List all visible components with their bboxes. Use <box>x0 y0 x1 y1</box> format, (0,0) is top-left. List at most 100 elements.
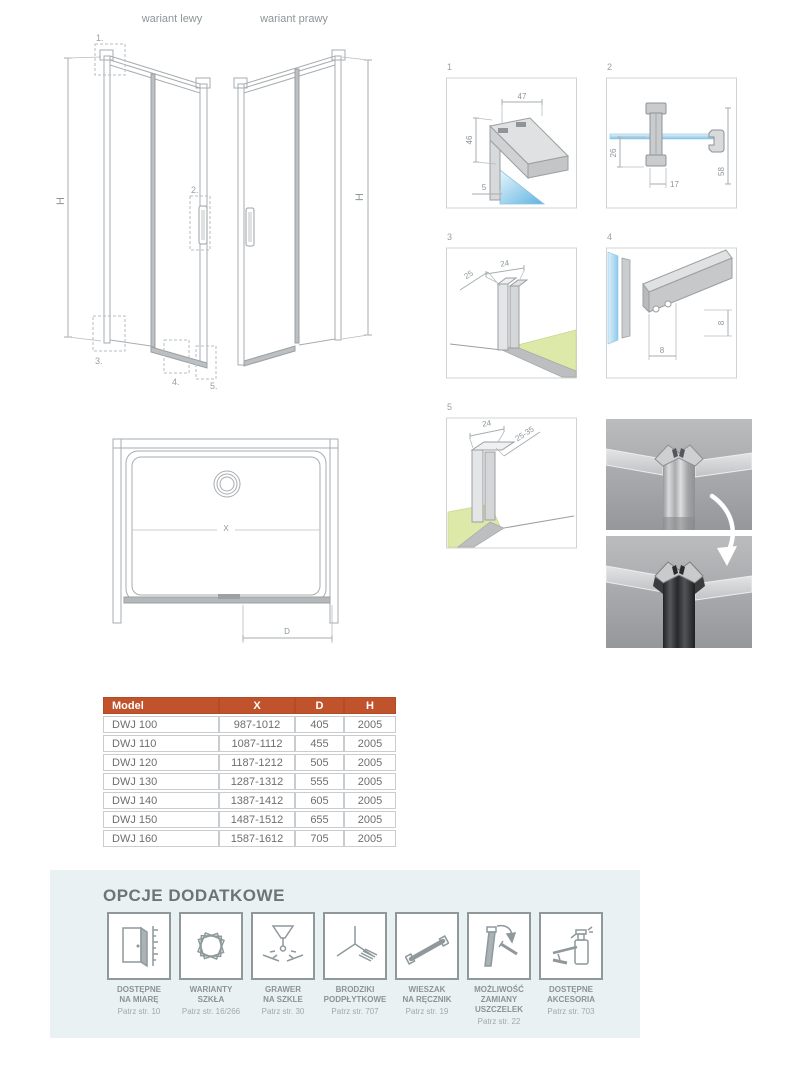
option-name: BRODZIKI PODPŁYTKOWE <box>324 985 387 1005</box>
detail-3-diagram: 3 24 25 <box>446 232 577 379</box>
x-cell: 1187-1212 <box>219 754 295 771</box>
option-page-ref: Patrz str. 703 <box>547 1007 595 1016</box>
option-item: GRAWER NA SZKLE Patrz str. 30 <box>247 912 319 1026</box>
spec-col-model: Model <box>103 697 219 714</box>
option-name-line: DOSTĘPNE <box>116 985 161 994</box>
option-page-ref: Patrz str. 16/266 <box>181 1007 241 1016</box>
variants-diagram: wariant lewy wariant prawy H 1. 2. 3. 4.… <box>55 13 372 391</box>
profile-photo-bottom <box>606 536 752 648</box>
option-name-line: NA MIARĘ <box>119 995 159 1004</box>
option-icon-box <box>467 912 531 980</box>
detail-2-dim-width: 17 <box>670 180 679 189</box>
detail-2-diagram: 2 26 17 58 <box>606 62 737 209</box>
variant-right-label: wariant prawy <box>259 13 328 25</box>
table-row: DWJ 100 987-1012 405 2005 <box>103 716 396 733</box>
h-cell: 2005 <box>344 773 396 790</box>
detail-4-diagram: 4 8 8 <box>606 232 737 379</box>
wall-bracket-profile <box>708 129 725 153</box>
detail-1-dim-width: 47 <box>518 92 527 101</box>
option-name-line: WARIANTY <box>189 985 233 994</box>
d-cell: 555 <box>295 773 344 790</box>
detail-2-dim-drop: 26 <box>609 148 618 157</box>
h-cell: 2005 <box>344 792 396 809</box>
spec-table: Model X D H DWJ 100 987-1012 405 2005 DW… <box>103 695 396 849</box>
option-name-line: NA RĘCZNIK <box>402 995 452 1004</box>
h-cell: 2005 <box>344 716 396 733</box>
option-name-line: BRODZIKI <box>335 985 375 994</box>
detail-3-dim-width: 24 <box>500 258 511 268</box>
option-page-ref: Patrz str. 707 <box>331 1007 379 1016</box>
x-cell: 987-1012 <box>219 716 295 733</box>
spec-col-h: H <box>344 697 396 714</box>
option-icon-box <box>323 912 387 980</box>
option-icon-box <box>179 912 243 980</box>
door-drawing-left: H 1. 2. 3. 4. 5. <box>55 33 218 391</box>
variant-left-label: wariant lewy <box>141 13 203 25</box>
d-cell: 505 <box>295 754 344 771</box>
option-icon-box <box>107 912 171 980</box>
detail-2-dim-total: 58 <box>717 167 726 176</box>
detail-2-number: 2 <box>607 62 612 72</box>
model-cell: DWJ 130 <box>103 773 219 790</box>
detail-3-number: 3 <box>447 232 452 242</box>
model-cell: DWJ 110 <box>103 735 219 752</box>
detail-4-dim-height: 8 <box>717 320 726 325</box>
detail-1-diagram: 1 47 46 5 <box>446 62 577 209</box>
table-row: DWJ 130 1287-1312 555 2005 <box>103 773 396 790</box>
d-cell: 405 <box>295 716 344 733</box>
callout-2: 2. <box>191 185 199 195</box>
detail-4-dim-width: 8 <box>660 346 665 355</box>
table-row: DWJ 160 1587-1612 705 2005 <box>103 830 396 847</box>
option-name-line: PODPŁYTKOWE <box>323 995 387 1004</box>
h-cell: 2005 <box>344 811 396 828</box>
tray-width-label: X <box>223 524 229 533</box>
option-name: WARIANTY SZKŁA <box>190 985 233 1005</box>
option-name: WIESZAK NA RĘCZNIK <box>402 985 451 1005</box>
option-item: MOŻLIWOŚĆ ZAMIANY USZCZELEK Patrz str. 2… <box>463 912 535 1026</box>
model-cell: DWJ 120 <box>103 754 219 771</box>
callout-1: 1. <box>96 33 104 43</box>
option-name-line: MOŻLIWOŚĆ <box>474 985 524 994</box>
option-item: DOSTĘPNE AKCESORIA Patrz str. 703 <box>535 912 607 1026</box>
x-cell: 1087-1112 <box>219 735 295 752</box>
detail-1-dim-height: 46 <box>465 135 474 144</box>
model-cell: DWJ 150 <box>103 811 219 828</box>
h-cell: 2005 <box>344 735 396 752</box>
made-to-measure-icon <box>122 926 158 968</box>
drain-circle <box>213 470 241 498</box>
detail-5-number: 5 <box>447 402 452 412</box>
tray-top-view: X D <box>112 438 339 643</box>
table-row: DWJ 140 1387-1412 605 2005 <box>103 792 396 809</box>
option-item: DOSTĘPNE NA MIARĘ Patrz str. 10 <box>103 912 175 1026</box>
callout-3: 3. <box>95 356 103 366</box>
detail-1-dim-glass: 5 <box>482 183 487 192</box>
option-page-ref: Patrz str. 22 <box>477 1017 521 1026</box>
options-title: OPCJE DODATKOWE <box>103 886 285 905</box>
threshold-profile-section <box>470 441 516 523</box>
callout-5: 5. <box>210 381 218 391</box>
handle-cross-section <box>645 102 667 167</box>
accessories-icon <box>552 926 593 965</box>
detail-1-number: 1 <box>447 62 452 72</box>
x-cell: 1287-1312 <box>219 773 295 790</box>
option-page-ref: Patrz str. 19 <box>405 1007 449 1016</box>
x-cell: 1487-1512 <box>219 811 295 828</box>
height-dim-label-right: H <box>354 193 366 201</box>
option-item: WIESZAK NA RĘCZNIK Patrz str. 19 <box>391 912 463 1026</box>
option-item: WARIANTY SZKŁA Patrz str. 16/266 <box>175 912 247 1026</box>
option-item: BRODZIKI PODPŁYTKOWE Patrz str. 707 <box>319 912 391 1026</box>
option-name: GRAWER NA SZKLE <box>263 985 303 1005</box>
table-row: DWJ 120 1187-1212 505 2005 <box>103 754 396 771</box>
glass-engraving-icon <box>262 925 304 962</box>
detail-5-dim-width: 24 <box>482 418 493 428</box>
bottom-rail-profile <box>642 249 733 314</box>
options-row: DOSTĘPNE NA MIARĘ Patrz str. 10 WARIANTY… <box>103 912 607 1026</box>
d-cell: 605 <box>295 792 344 809</box>
option-name: MOŻLIWOŚĆ ZAMIANY USZCZELEK <box>474 985 524 1015</box>
wall-profile-section <box>496 277 529 351</box>
x-cell: 1587-1612 <box>219 830 295 847</box>
detail-4-number: 4 <box>607 232 612 242</box>
spec-col-d: D <box>295 697 344 714</box>
seal-replacement-icon <box>484 924 518 967</box>
model-cell: DWJ 160 <box>103 830 219 847</box>
